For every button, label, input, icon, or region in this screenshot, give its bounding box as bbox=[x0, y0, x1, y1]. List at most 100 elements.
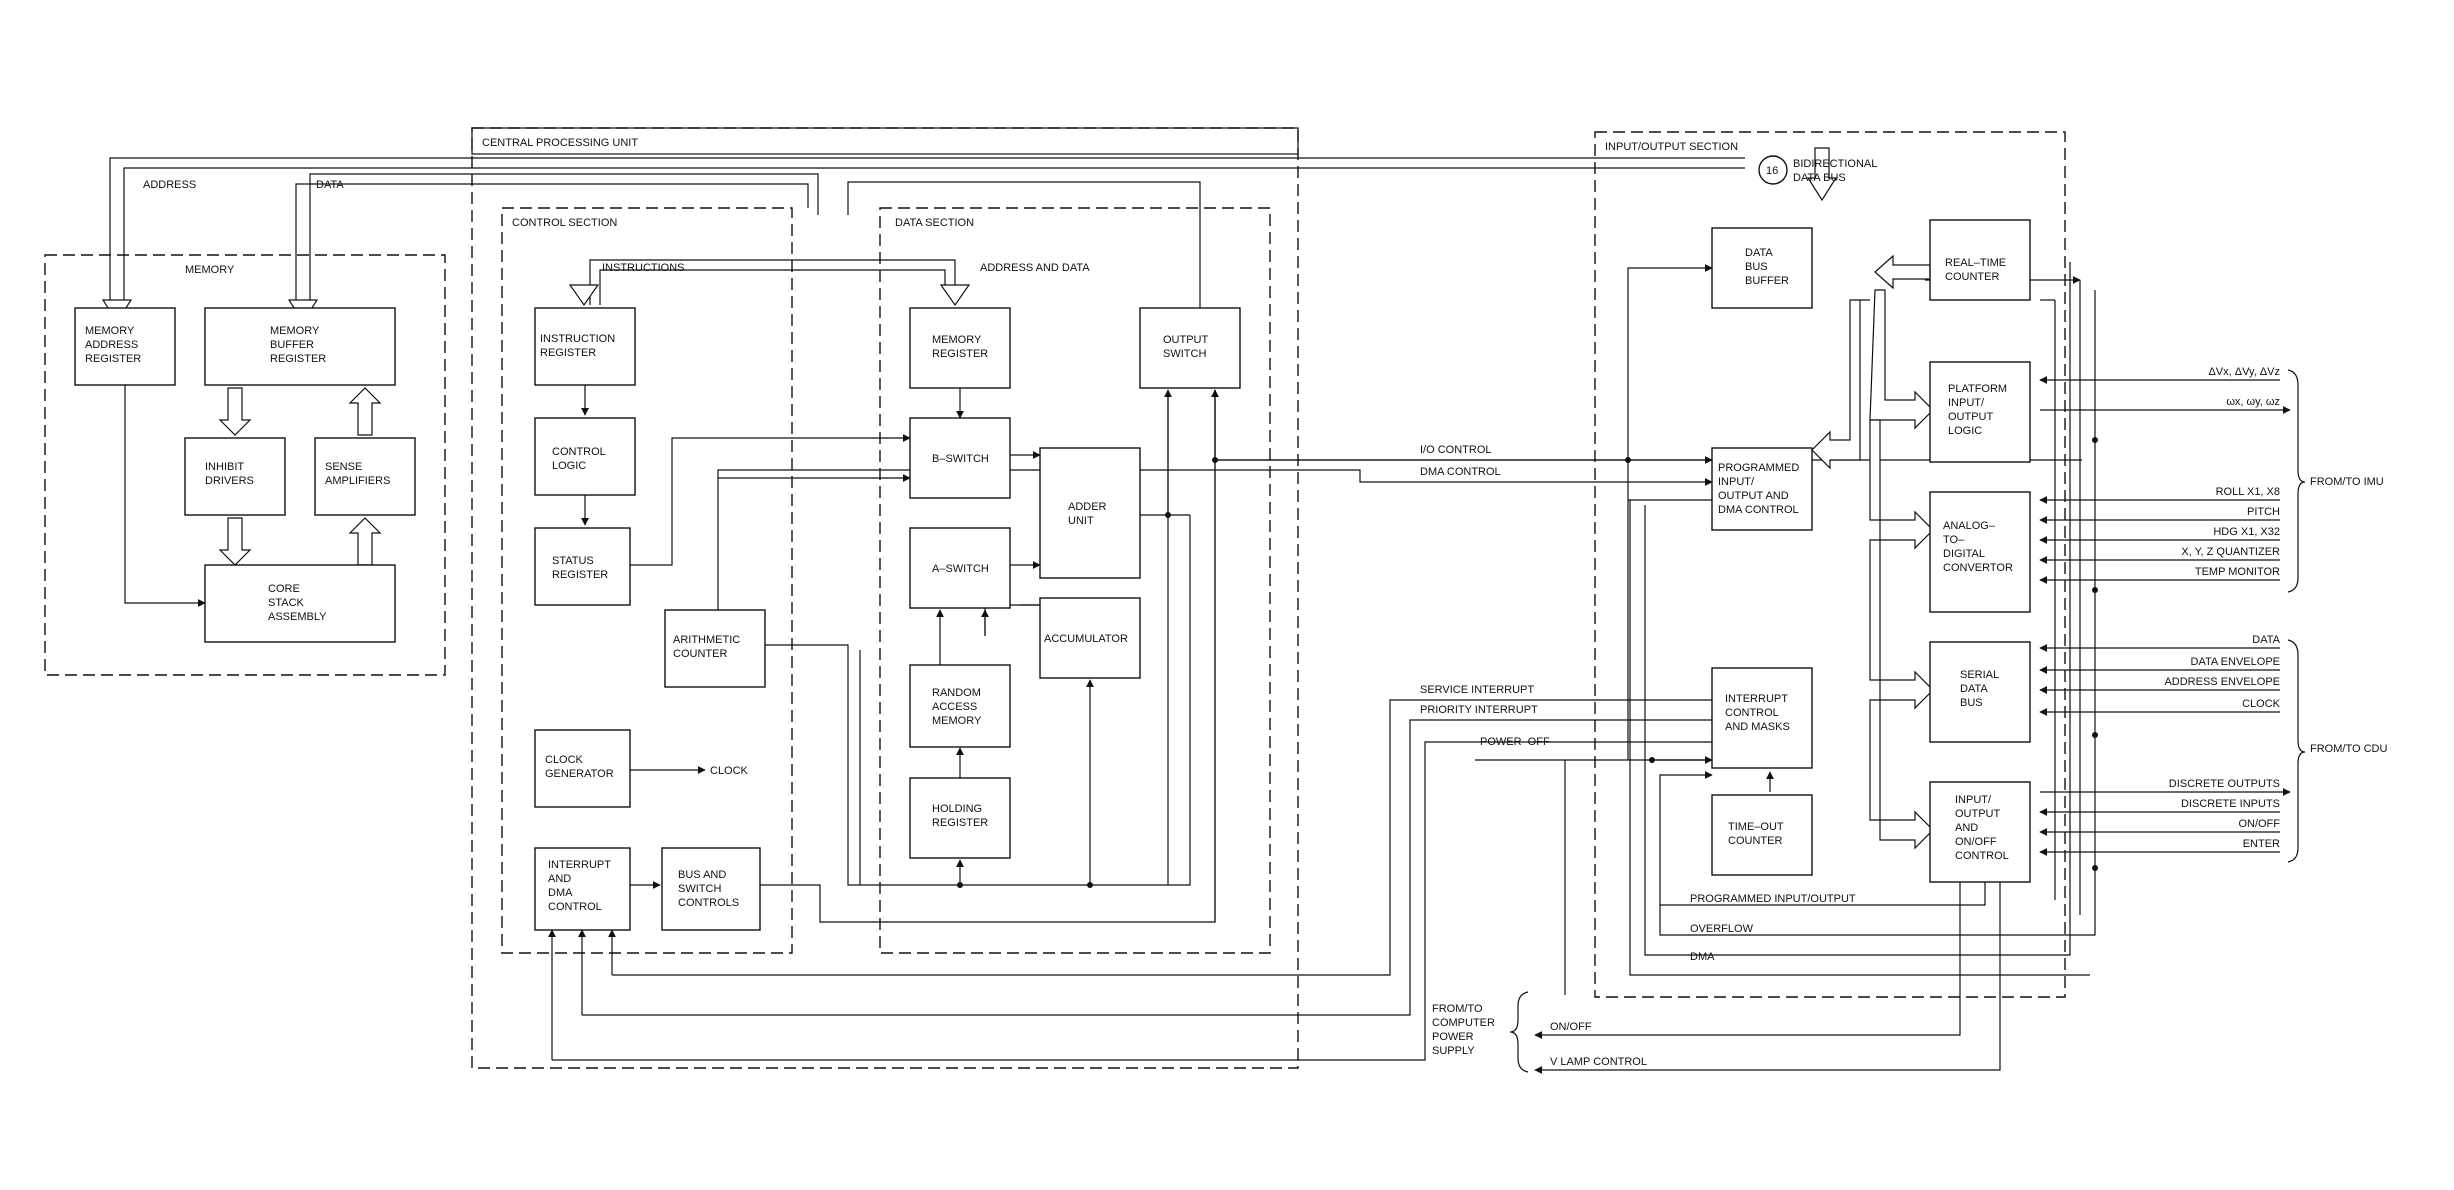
braces bbox=[1509, 369, 2306, 1073]
svg-text:DISCRETE INPUTS: DISCRETE INPUTS bbox=[2181, 798, 2280, 810]
svg-text:DISCRETE OUTPUTS: DISCRETE OUTPUTS bbox=[2169, 778, 2280, 790]
control-section: CONTROL SECTION bbox=[501, 207, 793, 954]
svg-text:DATA ENVELOPE: DATA ENVELOPE bbox=[2191, 656, 2280, 668]
dma-label: DMA bbox=[1690, 951, 1715, 963]
overflow-label: OVERFLOW bbox=[1690, 923, 1754, 935]
svg-text:ADDRESS ENVELOPE: ADDRESS ENVELOPE bbox=[2164, 676, 2280, 688]
cpu-section-title: CENTRAL PROCESSING UNIT bbox=[482, 137, 638, 149]
io-section-title: INPUT/OUTPUT SECTION bbox=[1605, 141, 1738, 153]
address-bus-line-inner bbox=[123, 167, 1745, 300]
v-lamp-control-label: V LAMP CONTROL bbox=[1550, 1056, 1647, 1068]
from-to-imu-label: FROM/TO IMU bbox=[2310, 476, 2384, 488]
accumulator-block: ACCUMULATOR bbox=[1039, 597, 1141, 679]
svg-text:ROLL X1, X8: ROLL X1, X8 bbox=[2216, 486, 2280, 498]
io-control-label: I/O CONTROL bbox=[1420, 444, 1492, 456]
core-to-sense-arrow bbox=[348, 517, 382, 566]
cdu-brace bbox=[2287, 639, 2306, 863]
io-section: INPUT/OUTPUT SECTION bbox=[1594, 131, 2066, 998]
power-supply-brace bbox=[1509, 991, 1529, 1073]
line-labels: ADDRESS DATA INSTRUCTIONS ADDRESS AND DA… bbox=[143, 158, 2387, 1068]
dma-control-label: DMA CONTROL bbox=[1420, 466, 1501, 478]
data-label: DATA bbox=[316, 179, 344, 191]
on-off-supply-label: ON/OFF bbox=[1550, 1021, 1592, 1033]
svg-text:TEMP MONITOR: TEMP MONITOR bbox=[2195, 566, 2280, 578]
cdu-signal-labels: DATA DATA ENVELOPE ADDRESS ENVELOPE CLOC… bbox=[2164, 634, 2280, 850]
svg-text:B–SWITCH: B–SWITCH bbox=[932, 453, 989, 465]
svg-text:CLOCK: CLOCK bbox=[2242, 698, 2281, 710]
imu-signal-labels: ΔVx, ΔVy, ΔVz ωx, ωy, ωz ROLL X1, X8 PIT… bbox=[2181, 366, 2280, 578]
inhibit-to-core-arrow bbox=[218, 517, 252, 566]
sense-to-mbr-arrow bbox=[348, 387, 382, 436]
svg-text:ΔVx, ΔVy, ΔVz: ΔVx, ΔVy, ΔVz bbox=[2208, 366, 2280, 378]
svg-text:A–SWITCH: A–SWITCH bbox=[932, 563, 989, 575]
svg-text:X, Y, Z QUANTIZER: X, Y, Z QUANTIZER bbox=[2181, 546, 2280, 558]
instructions-arrow bbox=[568, 284, 600, 307]
connections bbox=[101, 147, 2291, 1074]
buffer-to-adc-arrow bbox=[1869, 419, 1934, 550]
buffer-to-platform-arrow bbox=[1869, 289, 1934, 430]
buffer-to-serial-arrow bbox=[1869, 539, 1934, 710]
svg-text:ωx, ωy, ωz: ωx, ωy, ωz bbox=[2226, 396, 2280, 408]
svg-text:ENTER: ENTER bbox=[2243, 838, 2280, 850]
memory-section: MEMORY bbox=[44, 254, 446, 676]
address-data-arrow bbox=[939, 284, 971, 307]
bidir-bus-arrow bbox=[1806, 147, 1838, 202]
cpu-section: CENTRAL PROCESSING UNIT bbox=[471, 127, 1299, 1069]
bus-width-circle bbox=[1758, 155, 1788, 185]
svg-text:PITCH: PITCH bbox=[2247, 506, 2280, 518]
data-bus-to-cpu bbox=[309, 173, 819, 300]
rtc-to-buffer-arrow bbox=[1874, 254, 1931, 290]
control-section-title: CONTROL SECTION bbox=[512, 217, 617, 229]
svg-text:HDG X1, X32: HDG X1, X32 bbox=[2213, 526, 2280, 538]
svg-text:ACCUMULATOR: ACCUMULATOR bbox=[1044, 633, 1128, 645]
buffer-to-progio-arrow bbox=[1811, 299, 1870, 470]
mbr-to-inhibit-arrow bbox=[218, 387, 252, 436]
from-to-cdu-label: FROM/TO CDU bbox=[2310, 743, 2387, 755]
